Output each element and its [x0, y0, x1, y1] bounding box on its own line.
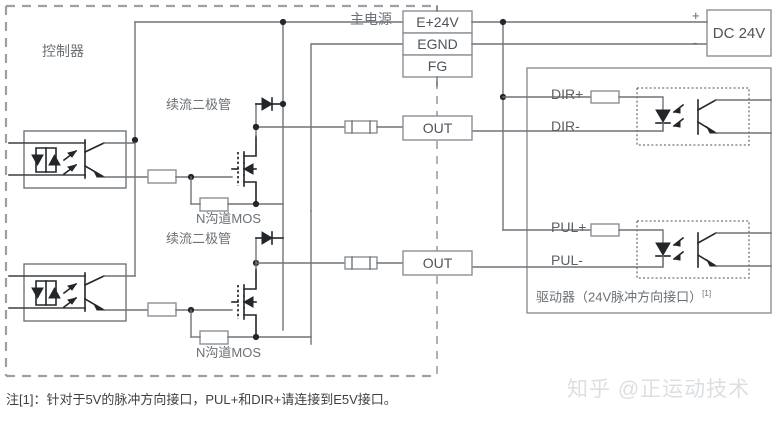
- out-terminal-2: [402, 250, 473, 276]
- fuse-1-body: [344, 120, 378, 134]
- phototransistor-collector-pul: [696, 231, 718, 245]
- terminal-block-e24v: [402, 10, 473, 34]
- resistor-pul: [590, 223, 620, 237]
- opto2-emitter-arrow: [92, 302, 106, 311]
- controller-label: 控制器: [42, 43, 84, 59]
- phototransistor-emitter-arrow-pul: [705, 258, 718, 267]
- controller-optocoupler-box-1: [23, 130, 127, 189]
- main-power-label: 主电源: [350, 11, 392, 27]
- dc-supply-box: [706, 9, 772, 57]
- opto2-light-arrowhead-1: [67, 283, 78, 291]
- light-arrowhead-pul-1: [672, 240, 681, 247]
- junction-dot: [279, 18, 287, 26]
- driver-box: [526, 67, 772, 314]
- freewheel-diode-1-triangle: [261, 97, 273, 111]
- driver-pin-pul-minus: PUL-: [551, 252, 583, 268]
- phototransistor-collector-dir: [696, 98, 718, 112]
- led-up-triangle-1: [48, 153, 61, 166]
- resistor-gate-1: [147, 169, 177, 184]
- light-arrowhead-pul-2: [672, 254, 681, 261]
- wire-dir-plus-to-opto: [618, 96, 664, 111]
- junction-dot: [252, 123, 260, 131]
- resistor-pulldown-1: [199, 197, 229, 212]
- controller-boundary-dashed: [4, 4, 437, 378]
- wire-egnd-bus: [310, 43, 404, 212]
- driver-box-label-superscript: [1]: [702, 289, 712, 298]
- footnote: 注[1]：针对于5V的脉冲方向接口，PUL+和DIR+请连接到E5V接口。: [6, 392, 397, 407]
- out-terminal-1: [402, 115, 473, 141]
- resistor-pulldown-2: [199, 330, 229, 345]
- mosfet1-body-arrow: [242, 163, 254, 175]
- led-down-triangle-1: [31, 154, 44, 167]
- controller-optocoupler-box-2: [23, 263, 127, 322]
- terminal-block-fg: [402, 54, 473, 78]
- freewheel-diode-label-2: 续流二极管: [166, 231, 232, 246]
- terminal-block-egnd: [402, 32, 473, 56]
- fuse-2-body: [344, 256, 378, 270]
- mosfet2-body-arrow: [242, 296, 254, 308]
- watermark: 知乎 @正运动技术: [567, 378, 751, 401]
- mosfet1-source-lead: [243, 181, 257, 205]
- mosfet-label-1: N沟道MOS: [196, 211, 262, 226]
- supply-minus-sign: -: [693, 35, 698, 50]
- resistor-gate-2: [147, 302, 177, 317]
- light-arrowhead-dir-2: [672, 121, 681, 128]
- mosfet2-drain-lead: [243, 268, 257, 290]
- driver-pin-dir-plus: DIR+: [551, 86, 584, 102]
- led-down-triangle-2: [31, 287, 44, 300]
- driver-box-label: 驱动器（24V脉冲方向接口）[1]: [536, 289, 712, 305]
- driver-optocoupler-pul-box: [636, 220, 750, 279]
- light-arrowhead-dir-1: [672, 107, 681, 114]
- junction-dot: [279, 100, 287, 108]
- opto2-light-arrowhead-2: [67, 297, 78, 305]
- opto1-emitter-arrow: [92, 169, 106, 178]
- freewheel-diode-label-1: 续流二极管: [166, 97, 232, 112]
- mosfet-label-2: N沟道MOS: [196, 345, 262, 360]
- mosfet1-drain-lead: [243, 135, 257, 157]
- led-triangle-dir: [655, 109, 671, 123]
- opto1-light-arrowhead-2: [67, 164, 78, 172]
- driver-pin-pul-plus: PUL+: [551, 219, 587, 235]
- led-triangle-pul: [655, 242, 671, 256]
- freewheel-diode-2-triangle: [261, 231, 273, 245]
- opto2-transistor-collector: [83, 274, 106, 287]
- resistor-dir: [590, 90, 620, 104]
- driver-optocoupler-dir-box: [636, 87, 750, 146]
- mosfet2-source-lead: [243, 314, 257, 338]
- driver-pin-dir-minus: DIR-: [551, 118, 580, 134]
- led-up-triangle-2: [48, 286, 61, 299]
- driver-box-label-text: 驱动器（24V脉冲方向接口）: [536, 289, 703, 305]
- phototransistor-emitter-arrow-dir: [705, 125, 718, 134]
- supply-plus-sign: +: [692, 8, 700, 23]
- junction-dot: [131, 136, 139, 144]
- junction-dot: [499, 18, 507, 26]
- opto1-light-arrowhead-1: [67, 150, 78, 158]
- opto1-transistor-collector: [83, 141, 106, 154]
- wire-pul-plus-to-opto: [618, 229, 664, 244]
